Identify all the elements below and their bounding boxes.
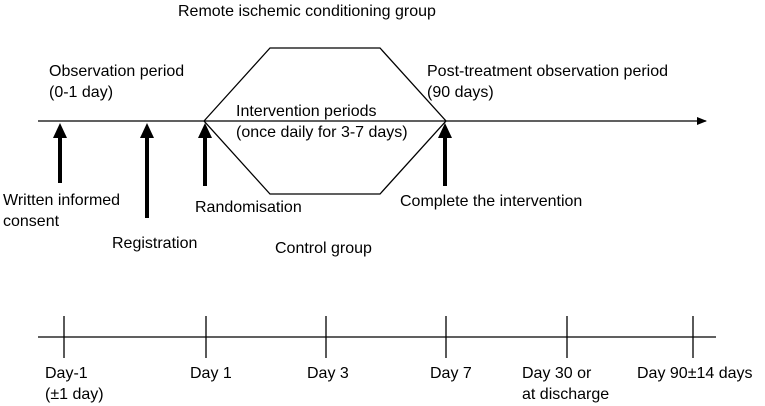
day-label-line2: at discharge (522, 386, 610, 403)
ric-group-label: Remote ischemic conditioning group (178, 3, 436, 20)
day-label: Day 90±14 days (637, 365, 753, 382)
complete-intervention-label: Complete the intervention (400, 193, 583, 210)
observation-period-label: Observation period (49, 63, 185, 80)
day-label: Day 7 (430, 365, 472, 382)
day-label: Day 3 (307, 365, 349, 382)
post-treatment-period-duration: (90 days) (427, 84, 494, 101)
intervention-period-frequency: (once daily for 3-7 days) (236, 124, 408, 141)
intervention-hexagon (203, 47, 447, 195)
randomisation-arrow (198, 123, 212, 186)
post-treatment-period-label: Post-treatment observation period (427, 63, 669, 80)
registration-arrow (140, 123, 154, 218)
consent-arrow (53, 123, 67, 183)
consent-label: Written informed (3, 192, 121, 209)
day-label: Day 1 (190, 365, 232, 382)
control-group-label: Control group (275, 240, 372, 257)
registration-label: Registration (112, 235, 198, 252)
complete-intervention-arrow (438, 123, 452, 186)
intervention-period-label: Intervention periods (236, 103, 377, 120)
day-label: Day 30 or (522, 365, 592, 382)
observation-period-duration: (0-1 day) (49, 84, 114, 101)
randomisation-label: Randomisation (195, 199, 302, 216)
consent-label-line2: consent (3, 213, 60, 230)
day-label-line2: (±1 day) (45, 386, 104, 403)
day-label: Day-1 (45, 365, 88, 382)
